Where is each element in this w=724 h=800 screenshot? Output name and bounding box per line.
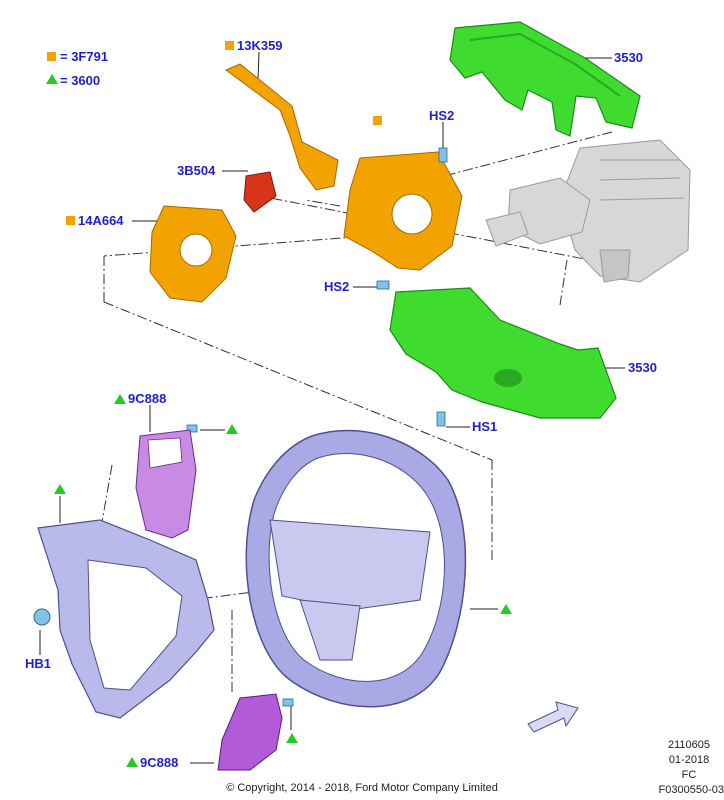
label-9c888-top: 9C888	[128, 391, 167, 406]
steering-column	[485, 139, 691, 283]
orientation-arrow	[527, 701, 579, 733]
triangle-marker-icon	[500, 604, 512, 614]
steering-wheel	[245, 429, 467, 708]
triangle-marker-icon	[114, 394, 126, 404]
switch-9c888-upper	[135, 429, 197, 539]
label-hs2-top: HS2	[429, 108, 455, 123]
triangle-marker-icon	[54, 484, 66, 494]
legend-triangle-icon	[46, 74, 58, 84]
multifunction-lever-13k359	[225, 63, 339, 191]
label-hs2-mid: HS2	[324, 279, 350, 294]
label-14a664: 14A664	[78, 213, 124, 228]
drawing-region: FC	[681, 769, 697, 781]
upper-shroud-3530	[449, 21, 641, 137]
legend-3f791: = 3F791	[60, 49, 109, 64]
screw-hs2	[186, 147, 448, 707]
legend-3600: = 3600	[60, 73, 101, 88]
label-13k359: 13K359	[237, 38, 283, 53]
label-hs1: HS1	[472, 419, 498, 434]
legend-square-icon	[47, 52, 56, 61]
label-3530-top: 3530	[614, 50, 643, 65]
connector-3b504	[243, 171, 277, 213]
lower-shroud-3530	[389, 287, 617, 419]
label-3530-bottom: 3530	[628, 360, 657, 375]
figure-number: F0300550-03	[658, 784, 724, 796]
triangle-marker-icon	[286, 733, 298, 743]
square-marker-icon	[373, 116, 382, 125]
clockspring-14a664	[149, 205, 237, 303]
switch-9c888-lower	[217, 693, 283, 771]
clockspring-housing	[343, 151, 463, 271]
square-marker-icon	[66, 216, 75, 225]
label-3b504: 3B504	[177, 163, 216, 178]
drawing-code: 2110605	[667, 739, 710, 751]
drawing-date: 01-2018	[668, 754, 710, 766]
horn-button-hb1	[33, 608, 51, 626]
label-hb1: HB1	[25, 656, 52, 671]
label-9c888-bottom: 9C888	[140, 755, 179, 770]
copyright-notice: © Copyright, 2014 - 2018, Ford Motor Com…	[226, 782, 498, 794]
triangle-marker-icon	[126, 757, 138, 767]
steering-wheel-bezel	[37, 519, 215, 719]
triangle-marker-icon	[226, 424, 238, 434]
square-marker-icon	[225, 41, 234, 50]
